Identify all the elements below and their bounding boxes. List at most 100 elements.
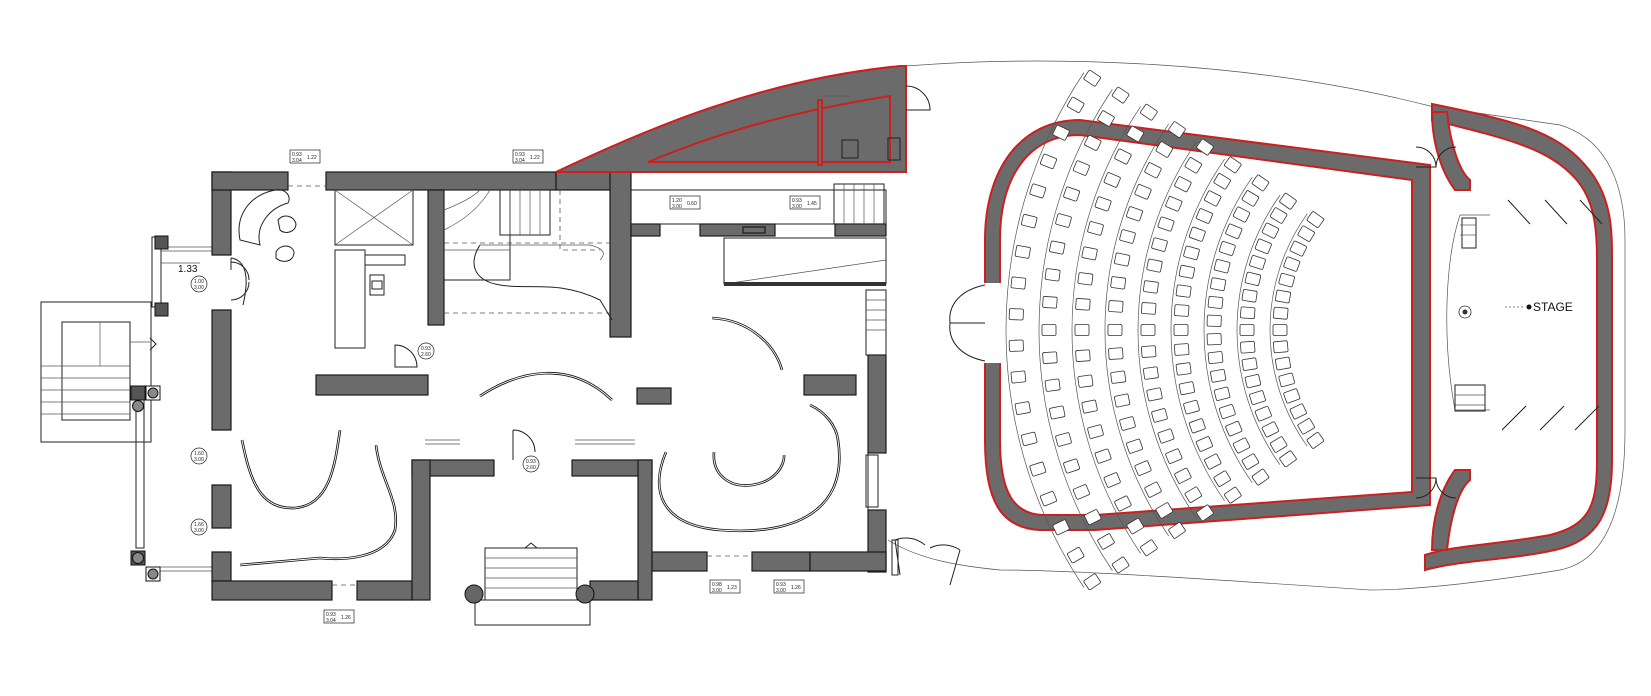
exterior-stair (40, 301, 157, 443)
svg-text:1.26: 1.26 (791, 585, 801, 591)
seat (1240, 340, 1256, 354)
entry-dimension-label: 1.33 (178, 264, 198, 275)
seat (1055, 432, 1072, 447)
seat (1183, 245, 1200, 261)
seat (1289, 403, 1307, 420)
stage-label: STAGE (1533, 300, 1573, 314)
seat-row-line (1170, 159, 1225, 501)
seat (1183, 399, 1200, 415)
window-tag: 0.93 3.00 1.45 (789, 195, 821, 210)
seat (1146, 258, 1163, 273)
seat (1108, 300, 1124, 313)
seat (1103, 472, 1121, 488)
stage-diagonal-lines (1501, 199, 1603, 431)
seat (1241, 453, 1260, 470)
seat (1175, 362, 1192, 376)
seat (1251, 174, 1270, 192)
seat-row-line (1137, 141, 1198, 519)
seat (1174, 176, 1192, 193)
seat (1283, 256, 1301, 272)
seat-row-line (1038, 89, 1113, 571)
seat (1157, 428, 1175, 444)
seat (1108, 347, 1124, 360)
seat (1178, 381, 1195, 396)
seat (1014, 245, 1031, 259)
svg-text:3.00: 3.00 (194, 457, 204, 463)
svg-text:3.04: 3.04 (326, 618, 336, 624)
svg-text:1.22: 1.22 (530, 155, 540, 161)
dimension-tags: 0.93 3.04 1.22 0.93 3.04 1.22 1.20 3.00 … (190, 149, 821, 624)
seat (1188, 418, 1206, 434)
seat (1114, 495, 1132, 512)
seat (1126, 438, 1143, 454)
svg-text:0.93: 0.93 (326, 612, 336, 618)
svg-text:1.22: 1.22 (307, 155, 317, 161)
seat (1269, 207, 1288, 224)
seat (1244, 374, 1262, 389)
seat (1140, 539, 1158, 557)
seat (1097, 533, 1115, 550)
seat (1081, 399, 1098, 414)
seat (1213, 386, 1231, 401)
seat (1272, 306, 1289, 320)
circle-tag: 1.60 3.00 (190, 447, 208, 465)
svg-text:0.93: 0.93 (792, 198, 802, 204)
seat (1240, 306, 1256, 320)
seat (1232, 437, 1251, 454)
auditorium-seating (1005, 69, 1325, 591)
seat (1213, 259, 1231, 274)
seat (1094, 196, 1112, 212)
seat (1075, 349, 1091, 362)
seat (1040, 490, 1057, 507)
svg-text:0.93: 0.93 (776, 582, 786, 588)
seat (1055, 213, 1072, 228)
seat (1278, 372, 1295, 388)
seat (1110, 276, 1127, 290)
seat (1173, 324, 1189, 336)
window-lines (288, 185, 752, 586)
seat (1289, 240, 1307, 257)
seat (1254, 406, 1272, 422)
seat (1110, 370, 1127, 384)
svg-text:3.00: 3.00 (194, 285, 204, 291)
seat-row-line (1203, 176, 1253, 484)
seat (1241, 190, 1260, 207)
seat (1261, 222, 1280, 239)
svg-text:2.60: 2.60 (421, 352, 431, 358)
seat (1084, 134, 1102, 151)
window-tag: 1.20 3.00 0.60 (669, 195, 701, 210)
seat (1165, 196, 1183, 212)
seat (1087, 424, 1104, 439)
seat (1040, 153, 1057, 170)
seat (1204, 453, 1222, 470)
seat (1063, 458, 1080, 474)
seat (1175, 284, 1192, 298)
seat (1283, 388, 1301, 404)
svg-text:0.98: 0.98 (712, 582, 722, 588)
svg-text:1.23: 1.23 (727, 585, 737, 591)
seat (1196, 138, 1214, 156)
seat (1141, 302, 1157, 315)
seat (1119, 416, 1136, 431)
seat (1249, 255, 1266, 270)
seat (1213, 173, 1231, 190)
seat (1044, 268, 1061, 282)
seat (1014, 401, 1031, 415)
seat (1184, 157, 1202, 174)
seat (1151, 237, 1168, 252)
window-tag: 0.93 3.04 1.22 (512, 149, 544, 164)
seat (1143, 366, 1159, 380)
seat (1041, 324, 1057, 336)
seat (1008, 308, 1024, 321)
seat (1218, 241, 1236, 256)
walls (211, 171, 887, 601)
seat (1306, 211, 1325, 228)
seat (1084, 509, 1102, 526)
seat-row-line (1071, 106, 1141, 554)
seat-row-line (1005, 72, 1085, 588)
seat (1254, 238, 1272, 254)
annex-corridor (630, 183, 887, 356)
seat (1107, 324, 1123, 336)
svg-text:3.04: 3.04 (292, 158, 302, 164)
